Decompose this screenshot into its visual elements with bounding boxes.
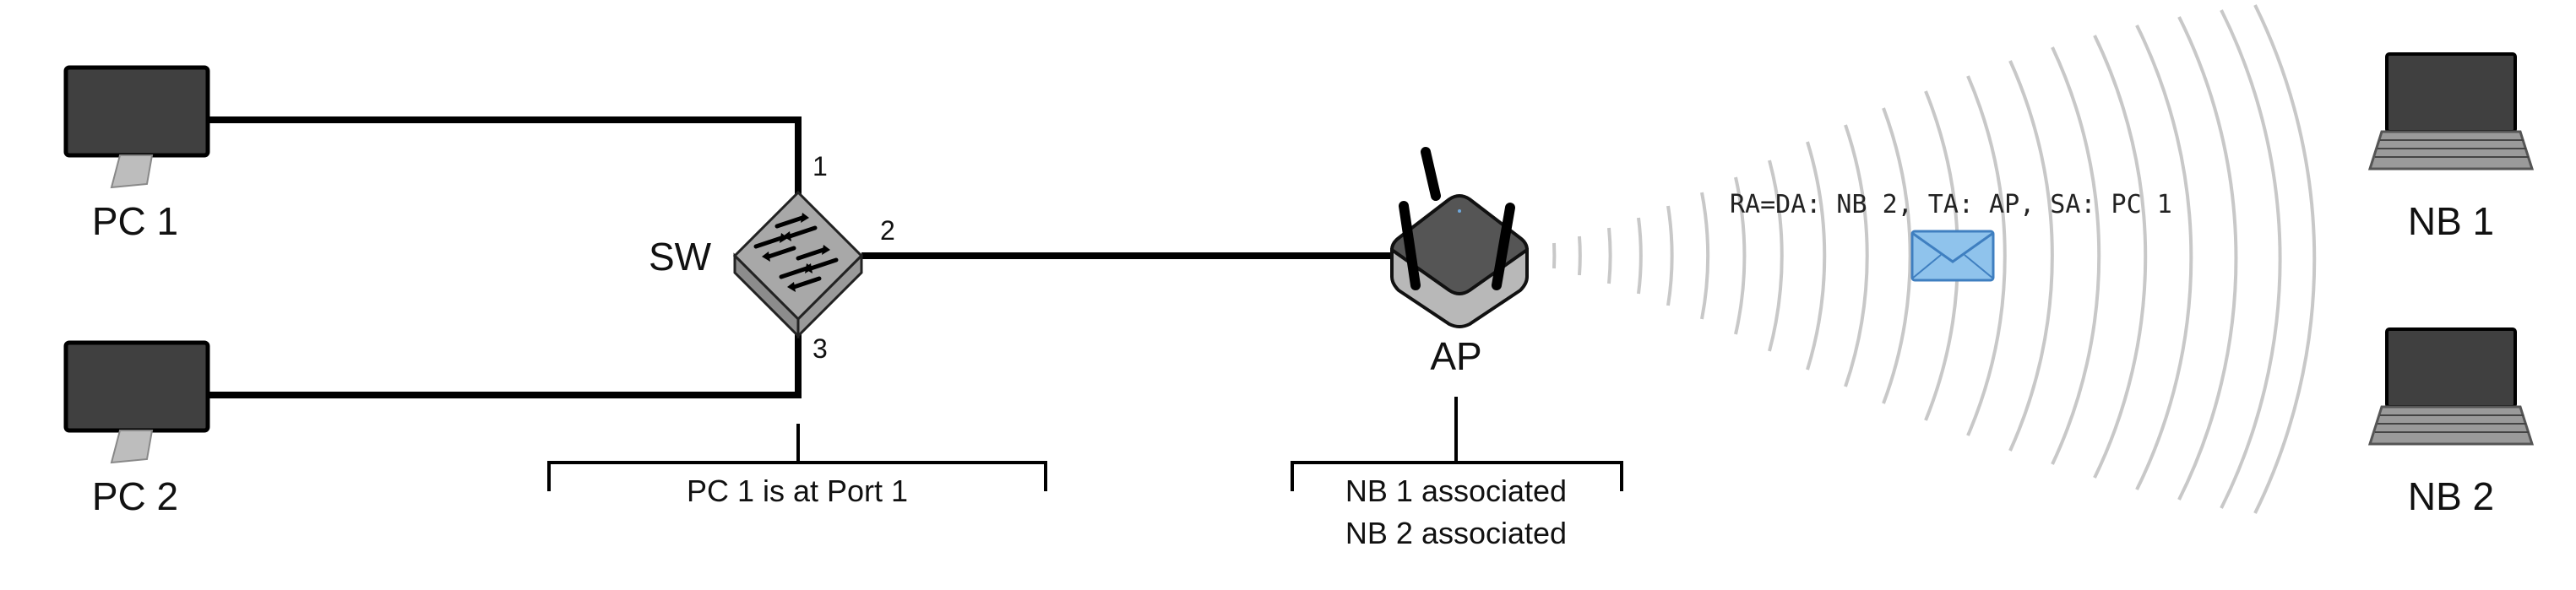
cable-pc2-switch [208,316,802,398]
cable-pc1-switch [208,116,802,196]
nb1-label: NB 1 [2408,199,2494,243]
pc2-label: PC 2 [92,474,178,518]
pc1-icon [63,65,210,189]
ap-icon [1389,147,1530,328]
switch-label: SW [649,235,712,279]
radio-waves [1552,4,2317,514]
switch-table-bracket [547,424,1047,491]
envelope-icon [1910,230,1995,282]
ap-table-entry-2: NB 2 associated [1345,516,1567,550]
nb2-label: NB 2 [2408,474,2494,518]
switch-icon [732,190,864,339]
nb2-icon [2367,327,2535,446]
port-1-label: 1 [812,151,828,181]
switch-table-entry: PC 1 is at Port 1 [687,474,908,508]
ap-table-bracket [1291,397,1623,491]
nb1-icon [2367,52,2535,171]
port-3-label: 3 [812,333,828,364]
pc1-label: PC 1 [92,199,178,243]
port-2-label: 2 [880,215,895,246]
frame-header: RA=DA: NB 2, TA: AP, SA: PC 1 [1730,190,2172,219]
ap-table-entry-1: NB 1 associated [1345,474,1567,508]
pc2-icon [63,340,210,464]
ap-label: AP [1430,334,1481,378]
